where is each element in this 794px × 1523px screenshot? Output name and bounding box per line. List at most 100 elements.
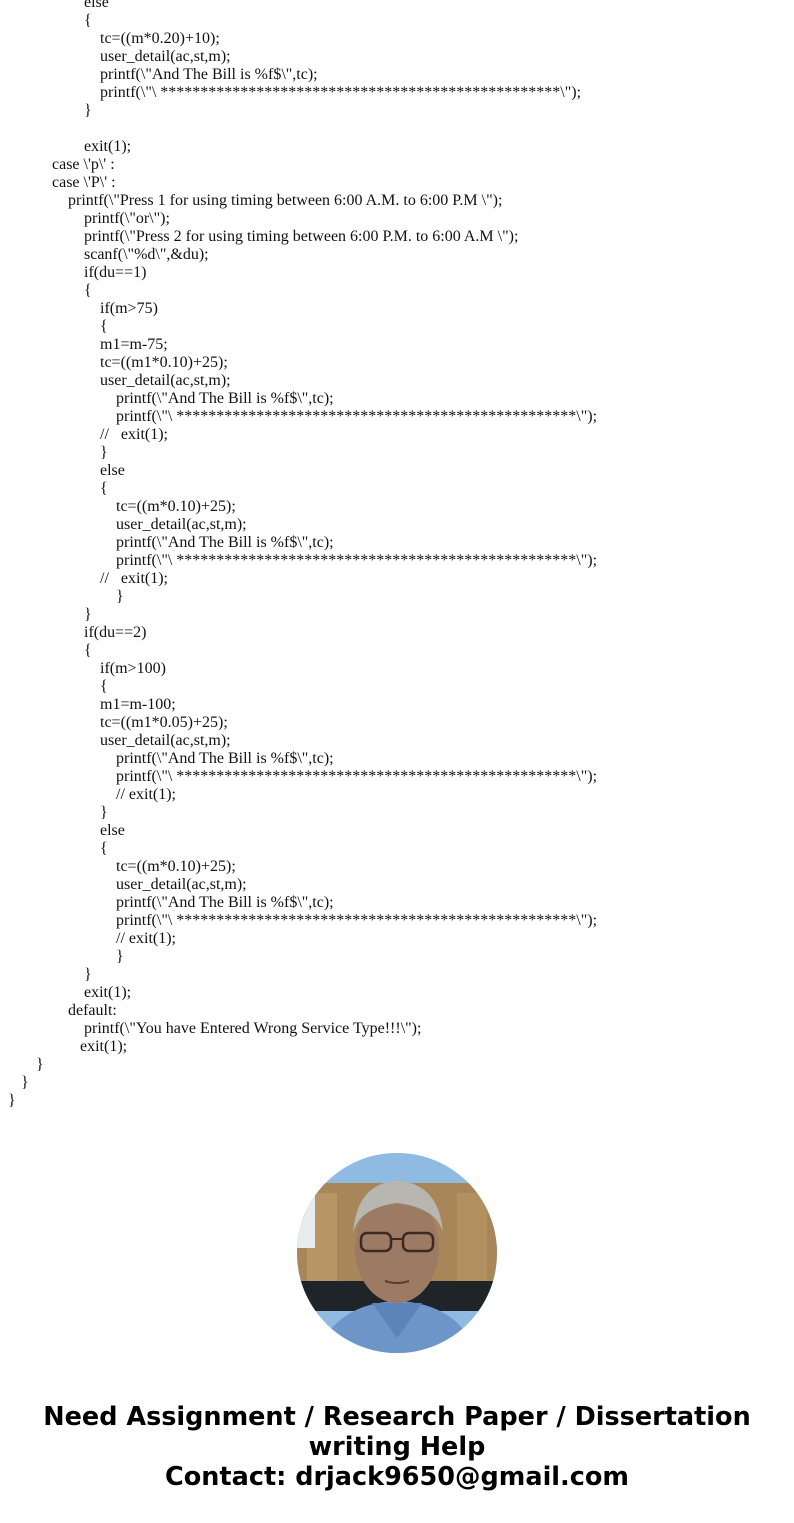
code-text: // exit(1); — [116, 786, 176, 803]
code-line: } — [0, 1092, 794, 1110]
code-line: m1=m-75; — [0, 336, 794, 354]
code-line: printf(\"\ *****************************… — [0, 912, 794, 930]
code-text: if(m>100) — [100, 660, 166, 677]
code-line: user_detail(ac,st,m); — [0, 372, 794, 390]
code-line: // exit(1); — [0, 426, 794, 444]
code-text: exit(1); — [80, 1038, 128, 1055]
code-line: } — [0, 966, 794, 984]
code-text: exit(1); — [84, 984, 132, 1001]
code-line: printf(\"And The Bill is %f$\",tc); — [0, 66, 794, 84]
code-line: printf(\"\ *****************************… — [0, 408, 794, 426]
code-text: } — [100, 444, 108, 461]
code-line: printf(\"And The Bill is %f$\",tc); — [0, 750, 794, 768]
code-line: case \'p\' : — [0, 156, 794, 174]
code-line — [0, 120, 794, 138]
code-text: { — [84, 12, 92, 29]
code-text: // exit(1); — [100, 426, 168, 443]
code-text: scanf(\"%d\",&du); — [84, 246, 209, 263]
code-line: } — [0, 444, 794, 462]
code-text: user_detail(ac,st,m); — [100, 48, 231, 65]
code-line: printf(\"And The Bill is %f$\",tc); — [0, 390, 794, 408]
code-line: { — [0, 678, 794, 696]
code-line: printf(\"or\"); — [0, 210, 794, 228]
code-line: { — [0, 840, 794, 858]
code-line: // exit(1); — [0, 930, 794, 948]
code-line: printf(\"Press 2 for using timing betwee… — [0, 228, 794, 246]
code-text: case \'P\' : — [52, 174, 116, 191]
code-line: user_detail(ac,st,m); — [0, 48, 794, 66]
code-text: tc=((m*0.20)+10); — [100, 30, 220, 47]
code-line: if(m>75) — [0, 300, 794, 318]
code-text: printf(\"Press 1 for using timing betwee… — [68, 192, 503, 209]
code-line: printf(\"\ *****************************… — [0, 768, 794, 786]
code-text: tc=((m*0.10)+25); — [116, 498, 236, 515]
code-text: if(du==1) — [84, 264, 147, 281]
code-text: printf(\"Press 2 for using timing betwee… — [84, 228, 519, 245]
code-line: printf(\"And The Bill is %f$\",tc); — [0, 894, 794, 912]
code-line: else — [0, 462, 794, 480]
code-text: printf(\"And The Bill is %f$\",tc); — [116, 750, 334, 767]
code-text: m1=m-75; — [100, 336, 168, 353]
code-text: printf(\"And The Bill is %f$\",tc); — [116, 894, 334, 911]
code-line: printf(\"\ *****************************… — [0, 84, 794, 102]
code-line: else — [0, 822, 794, 840]
code-line: user_detail(ac,st,m); — [0, 732, 794, 750]
code-line: } — [0, 1074, 794, 1092]
code-line: m1=m-100; — [0, 696, 794, 714]
code-text: user_detail(ac,st,m); — [100, 372, 231, 389]
code-text: tc=((m1*0.10)+25); — [100, 354, 228, 371]
code-text: else — [100, 462, 125, 479]
code-text: } — [21, 1074, 29, 1091]
footer-contact: Need Assignment / Research Paper / Disse… — [0, 1402, 794, 1492]
code-text: printf(\"\ *****************************… — [116, 912, 598, 929]
author-avatar — [297, 1153, 497, 1353]
code-text: } — [116, 948, 124, 965]
code-text: } — [8, 1092, 16, 1109]
code-line: exit(1); — [0, 138, 794, 156]
code-line: } — [0, 588, 794, 606]
code-line: } — [0, 804, 794, 822]
code-line: { — [0, 642, 794, 660]
code-line: if(du==2) — [0, 624, 794, 642]
footer-line-2: writing Help — [308, 1432, 486, 1462]
code-line: printf(\"You have Entered Wrong Service … — [0, 1020, 794, 1038]
code-line: } — [0, 606, 794, 624]
code-line: } — [0, 948, 794, 966]
code-text: } — [116, 588, 124, 605]
code-line: user_detail(ac,st,m); — [0, 876, 794, 894]
code-line: user_detail(ac,st,m); — [0, 516, 794, 534]
code-text: printf(\"And The Bill is %f$\",tc); — [116, 390, 334, 407]
code-text: { — [100, 678, 108, 695]
code-text: case \'p\' : — [52, 156, 115, 173]
code-line: printf(\"\ *****************************… — [0, 552, 794, 570]
code-text: default: — [68, 1002, 117, 1019]
code-line: } — [0, 102, 794, 120]
code-line: // exit(1); — [0, 786, 794, 804]
code-line: { — [0, 480, 794, 498]
code-line: exit(1); — [0, 1038, 794, 1056]
code-line: tc=((m*0.10)+25); — [0, 858, 794, 876]
code-line: { — [0, 282, 794, 300]
code-line: printf(\"And The Bill is %f$\",tc); — [0, 534, 794, 552]
code-text: { — [84, 282, 92, 299]
code-text: exit(1); — [84, 138, 132, 155]
code-line: tc=((m*0.20)+10); — [0, 30, 794, 48]
code-line: case \'P\' : — [0, 174, 794, 192]
code-line: default: — [0, 1002, 794, 1020]
code-text: tc=((m1*0.05)+25); — [100, 714, 228, 731]
code-line: exit(1); — [0, 984, 794, 1002]
code-text: m1=m-100; — [100, 696, 176, 713]
code-text: { — [100, 480, 108, 497]
code-text: printf(\"And The Bill is %f$\",tc); — [100, 66, 318, 83]
code-text: } — [84, 966, 92, 983]
code-text: if(m>75) — [100, 300, 158, 317]
code-text: } — [36, 1056, 44, 1073]
code-line: // exit(1); — [0, 570, 794, 588]
code-text: if(du==2) — [84, 624, 147, 641]
code-line: tc=((m1*0.05)+25); — [0, 714, 794, 732]
code-line: { — [0, 12, 794, 30]
code-text: // exit(1); — [116, 930, 176, 947]
code-line: scanf(\"%d\",&du); — [0, 246, 794, 264]
code-line: { — [0, 318, 794, 336]
code-line: printf(\"Press 1 for using timing betwee… — [0, 192, 794, 210]
